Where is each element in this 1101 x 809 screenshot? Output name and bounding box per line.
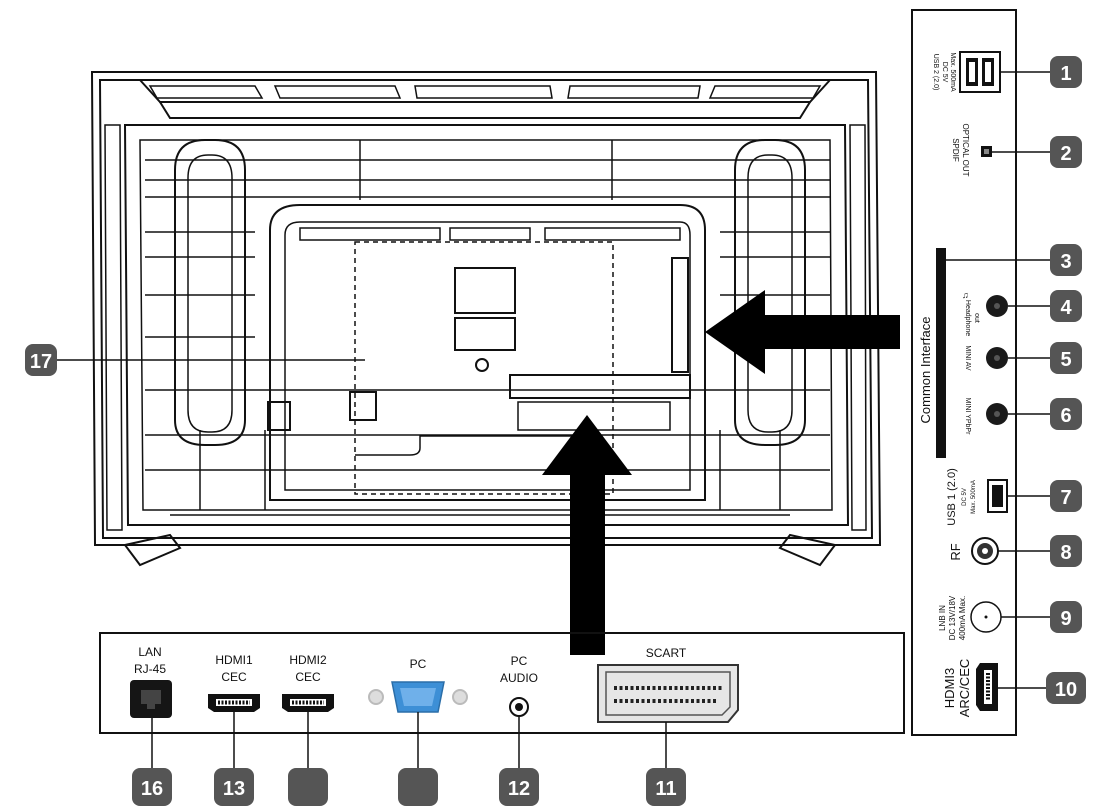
side-connector-panel: USB 2 (2.0) DC 5V Max. 500mA SPDIF OPTIC… <box>911 9 1017 736</box>
usb1-spec: DC 5V <box>962 488 968 506</box>
badge-10 <box>1046 672 1086 704</box>
badge-5-text: 5 <box>1060 349 1071 371</box>
headphone-icon: ♫ <box>962 290 969 300</box>
badge-6-text: 6 <box>1060 405 1071 427</box>
badge-5 <box>1050 342 1082 374</box>
tv-back-body <box>90 71 882 567</box>
hdmi2-label: HDMI2 <box>289 653 327 667</box>
hdmi1-label: HDMI1 <box>215 653 253 667</box>
spdif-sub-label: OPTICAL OUT <box>961 123 970 176</box>
headphone-sub-label: out <box>973 313 980 323</box>
pc-audio-sub-label: AUDIO <box>500 671 538 685</box>
badge-9 <box>1050 601 1082 633</box>
badge-13-text: 13 <box>223 778 245 800</box>
badge-7 <box>1050 480 1082 512</box>
callout-17: 17 <box>25 344 365 376</box>
side-callouts: 1 2 3 4 5 6 7 8 9 10 <box>946 56 1086 704</box>
lan-label: LAN <box>138 645 161 659</box>
bottom-connector-panel: LAN RJ-45 HDMI1 CEC HDMI2 CEC PC <box>99 632 905 734</box>
badge-2 <box>1050 136 1082 168</box>
badge-1-text: 1 <box>1060 63 1071 85</box>
usb2-spec: DC 5V <box>941 62 948 83</box>
badge-12 <box>499 768 539 806</box>
bottom-panel-frame <box>99 632 905 734</box>
badge-13 <box>214 768 254 806</box>
badge-4-text: 4 <box>1060 297 1072 319</box>
arrow-bottom-ports <box>542 415 632 655</box>
scart-label: SCART <box>646 646 687 660</box>
badge-1 <box>1050 56 1082 88</box>
badge-blank-hdmi2 <box>288 768 328 806</box>
vga-port <box>368 681 468 713</box>
lnb-spec: DC 13V/18V <box>948 595 957 640</box>
badge-8 <box>1050 535 1082 567</box>
badge-17-text: 17 <box>30 351 52 373</box>
lan-sub-label: RJ-45 <box>134 662 166 676</box>
headphone-label: Headphone <box>964 300 971 336</box>
usb2-max: Max. 500mA <box>949 52 956 92</box>
lnb-label: LNB IN <box>938 605 947 631</box>
hdmi3-sub-label: ARC/CEC <box>957 659 972 718</box>
hdmi1-port <box>208 694 260 712</box>
badge-blank-pc <box>398 768 438 806</box>
badge-16 <box>132 768 172 806</box>
hdmi2-port <box>282 694 334 712</box>
usb1-label: USB 1 (2.0) <box>946 468 958 525</box>
badge-8-text: 8 <box>1060 542 1071 564</box>
hdmi3-port <box>976 663 998 711</box>
pc-audio-label: PC <box>511 654 528 668</box>
common-interface-slot <box>936 248 946 458</box>
badge-11 <box>646 768 686 806</box>
badge-4 <box>1050 290 1082 322</box>
spdif-label: SPDIF <box>951 138 960 162</box>
hdmi3-label: HDMI3 <box>942 668 957 708</box>
badge-9-text: 9 <box>1060 608 1071 630</box>
usb1-max: Max. 500mA <box>971 480 977 514</box>
badge-16-text: 16 <box>141 778 163 800</box>
badge-7-text: 7 <box>1060 487 1071 509</box>
common-interface-label: Common Interface <box>918 317 933 424</box>
scart-port <box>597 664 739 723</box>
hdmi1-sub-label: CEC <box>221 670 247 684</box>
badge-12-text: 12 <box>508 778 530 800</box>
badge-10-text: 10 <box>1055 679 1077 701</box>
usb2-label: USB 2 (2.0) <box>932 54 939 91</box>
pc-label: PC <box>410 657 427 671</box>
hdmi2-sub-label: CEC <box>295 670 321 684</box>
badge-2-text: 2 <box>1060 143 1071 165</box>
mini-ypbpr-label: MINI YPbPr <box>964 398 971 435</box>
mini-av-label: MINI AV <box>964 345 971 370</box>
badge-6 <box>1050 398 1082 430</box>
rf-label: RF <box>948 543 963 560</box>
badge-3 <box>1050 244 1082 276</box>
badge-17 <box>25 344 57 376</box>
side-panel-frame <box>911 9 1017 736</box>
badge-3-text: 3 <box>1060 251 1071 273</box>
arrow-side-ports <box>705 290 900 374</box>
lnb-max: 400mA Max. <box>958 596 967 640</box>
usb2-port <box>959 51 1001 93</box>
bottom-callouts: 16 13 12 11 <box>132 712 686 806</box>
badge-11-text: 11 <box>655 778 676 800</box>
